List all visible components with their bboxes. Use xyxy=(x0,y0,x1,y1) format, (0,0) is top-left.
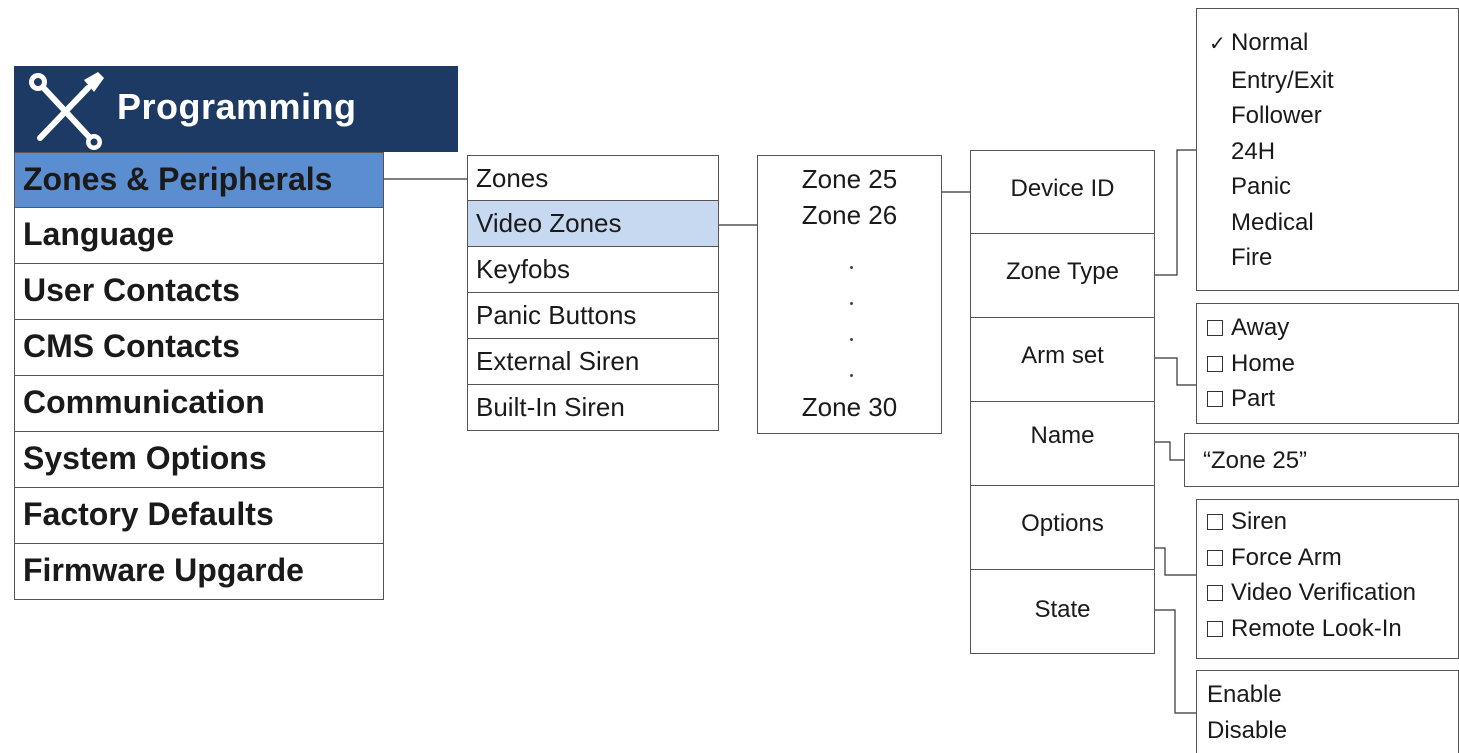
option-panic[interactable]: Panic xyxy=(1231,173,1292,200)
connector-state xyxy=(1155,609,1196,714)
zone-item-last[interactable]: Zone 30 xyxy=(801,392,898,422)
checkbox-part[interactable]: Part xyxy=(1207,381,1458,417)
page-title: Programming xyxy=(117,86,357,127)
checkbox-icon xyxy=(1207,514,1223,530)
ellipsis-dot xyxy=(849,338,853,341)
setting-zone-type[interactable]: Zone Type xyxy=(970,234,1155,318)
setting-name[interactable]: Name xyxy=(970,402,1155,486)
option-medical[interactable]: Medical xyxy=(1231,208,1314,236)
submenu-item-panic-buttons[interactable]: Panic Buttons xyxy=(467,293,719,339)
ellipsis-dot xyxy=(849,302,853,305)
zone-list: Zone 25 Zone 26 Zone 30 xyxy=(757,155,942,434)
checkbox-icon xyxy=(1207,549,1223,566)
options-list: Siren Force Arm Video Verification Remot… xyxy=(1196,499,1459,659)
checkbox-home[interactable]: Home xyxy=(1207,346,1458,382)
ellipsis-dot xyxy=(849,266,853,269)
state-options: Enable Disable xyxy=(1196,670,1459,753)
ellipsis-dot xyxy=(849,374,853,377)
checkbox-video-verification[interactable]: Video Verification xyxy=(1207,575,1458,611)
zone-type-options: ✓Normal Entry/Exit Follower 24H Panic Me… xyxy=(1196,8,1459,291)
checkbox-icon xyxy=(1207,355,1223,372)
submenu: Zones Video Zones Keyfobs Panic Buttons … xyxy=(467,155,719,431)
menu-item-system-options[interactable]: System Options xyxy=(14,432,384,488)
checkbox-remote-look-in[interactable]: Remote Look-In xyxy=(1207,611,1458,647)
menu-item-zones-peripherals[interactable]: Zones & Peripherals xyxy=(14,152,384,208)
checkbox-icon xyxy=(1207,391,1223,407)
checkbox-force-arm[interactable]: Force Arm xyxy=(1207,540,1458,576)
checkbox-away[interactable]: Away xyxy=(1207,310,1458,346)
checkbox-icon xyxy=(1207,320,1223,336)
setting-arm-set[interactable]: Arm set xyxy=(970,318,1155,402)
connector-zonetype xyxy=(1155,149,1196,276)
option-enable[interactable]: Enable xyxy=(1207,681,1282,708)
setting-options[interactable]: Options xyxy=(970,486,1155,570)
programming-header: Programming xyxy=(14,66,458,152)
menu-item-language[interactable]: Language xyxy=(14,208,384,264)
submenu-item-external-siren[interactable]: External Siren xyxy=(467,339,719,385)
option-follower[interactable]: Follower xyxy=(1231,102,1322,129)
connector-options xyxy=(1155,547,1196,576)
main-menu: Zones & Peripherals Language User Contac… xyxy=(14,152,384,600)
zone-item-first[interactable]: Zone 25 xyxy=(801,164,898,194)
zone-name-field[interactable]: “Zone 25” xyxy=(1184,433,1459,487)
option-entry-exit[interactable]: Entry/Exit xyxy=(1231,66,1334,94)
checkmark-icon: ✓ xyxy=(1209,33,1226,55)
menu-item-user-contacts[interactable]: User Contacts xyxy=(14,264,384,320)
arm-set-options: Away Home Part xyxy=(1196,303,1459,424)
option-disable[interactable]: Disable xyxy=(1207,716,1288,744)
option-normal[interactable]: ✓Normal xyxy=(1209,25,1458,63)
zone-name-value: “Zone 25” xyxy=(1203,447,1308,474)
submenu-item-video-zones[interactable]: Video Zones xyxy=(467,201,719,247)
option-fire[interactable]: Fire xyxy=(1231,244,1273,271)
connector-name xyxy=(1155,441,1184,461)
checkbox-icon xyxy=(1207,620,1223,637)
submenu-item-keyfobs[interactable]: Keyfobs xyxy=(467,247,719,293)
menu-item-communication[interactable]: Communication xyxy=(14,376,384,432)
tools-icon xyxy=(29,72,104,150)
setting-device-id[interactable]: Device ID xyxy=(970,150,1155,234)
checkbox-siren[interactable]: Siren xyxy=(1207,504,1458,540)
setting-state[interactable]: State xyxy=(970,570,1155,654)
menu-item-firmware-upgrade[interactable]: Firmware Upgarde xyxy=(14,544,384,600)
connector-armset xyxy=(1155,357,1196,386)
option-24h[interactable]: 24H xyxy=(1231,137,1276,165)
menu-item-factory-defaults[interactable]: Factory Defaults xyxy=(14,488,384,544)
zone-settings-menu: Device ID Zone Type Arm set Name Options… xyxy=(970,150,1155,654)
zone-item-second[interactable]: Zone 26 xyxy=(801,200,898,230)
menu-item-cms-contacts[interactable]: CMS Contacts xyxy=(14,320,384,376)
submenu-item-built-in-siren[interactable]: Built-In Siren xyxy=(467,385,719,431)
checkbox-icon xyxy=(1207,585,1223,601)
submenu-item-zones[interactable]: Zones xyxy=(467,155,719,201)
